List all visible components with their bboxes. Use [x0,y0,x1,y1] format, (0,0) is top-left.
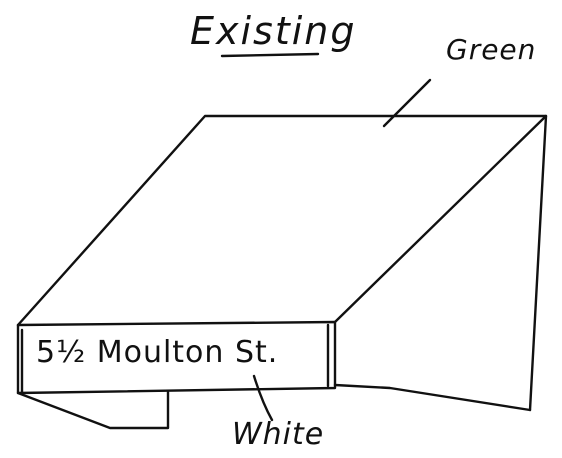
title-underline [220,52,320,58]
valance-bottom-tail [16,390,170,430]
awning-color-callout: Green [446,33,537,66]
awning-top-face [16,114,548,327]
sign-address-text: 5½ Moulton St. [36,335,279,370]
title-label: Existing [190,9,357,53]
front-valance-panel [16,320,337,395]
sign-color-callout: White [232,417,325,452]
white-leader-line [252,374,274,422]
awning-side-bottom-edge [333,383,532,412]
green-leader-line [382,78,432,128]
awning-right-edge [528,114,548,412]
